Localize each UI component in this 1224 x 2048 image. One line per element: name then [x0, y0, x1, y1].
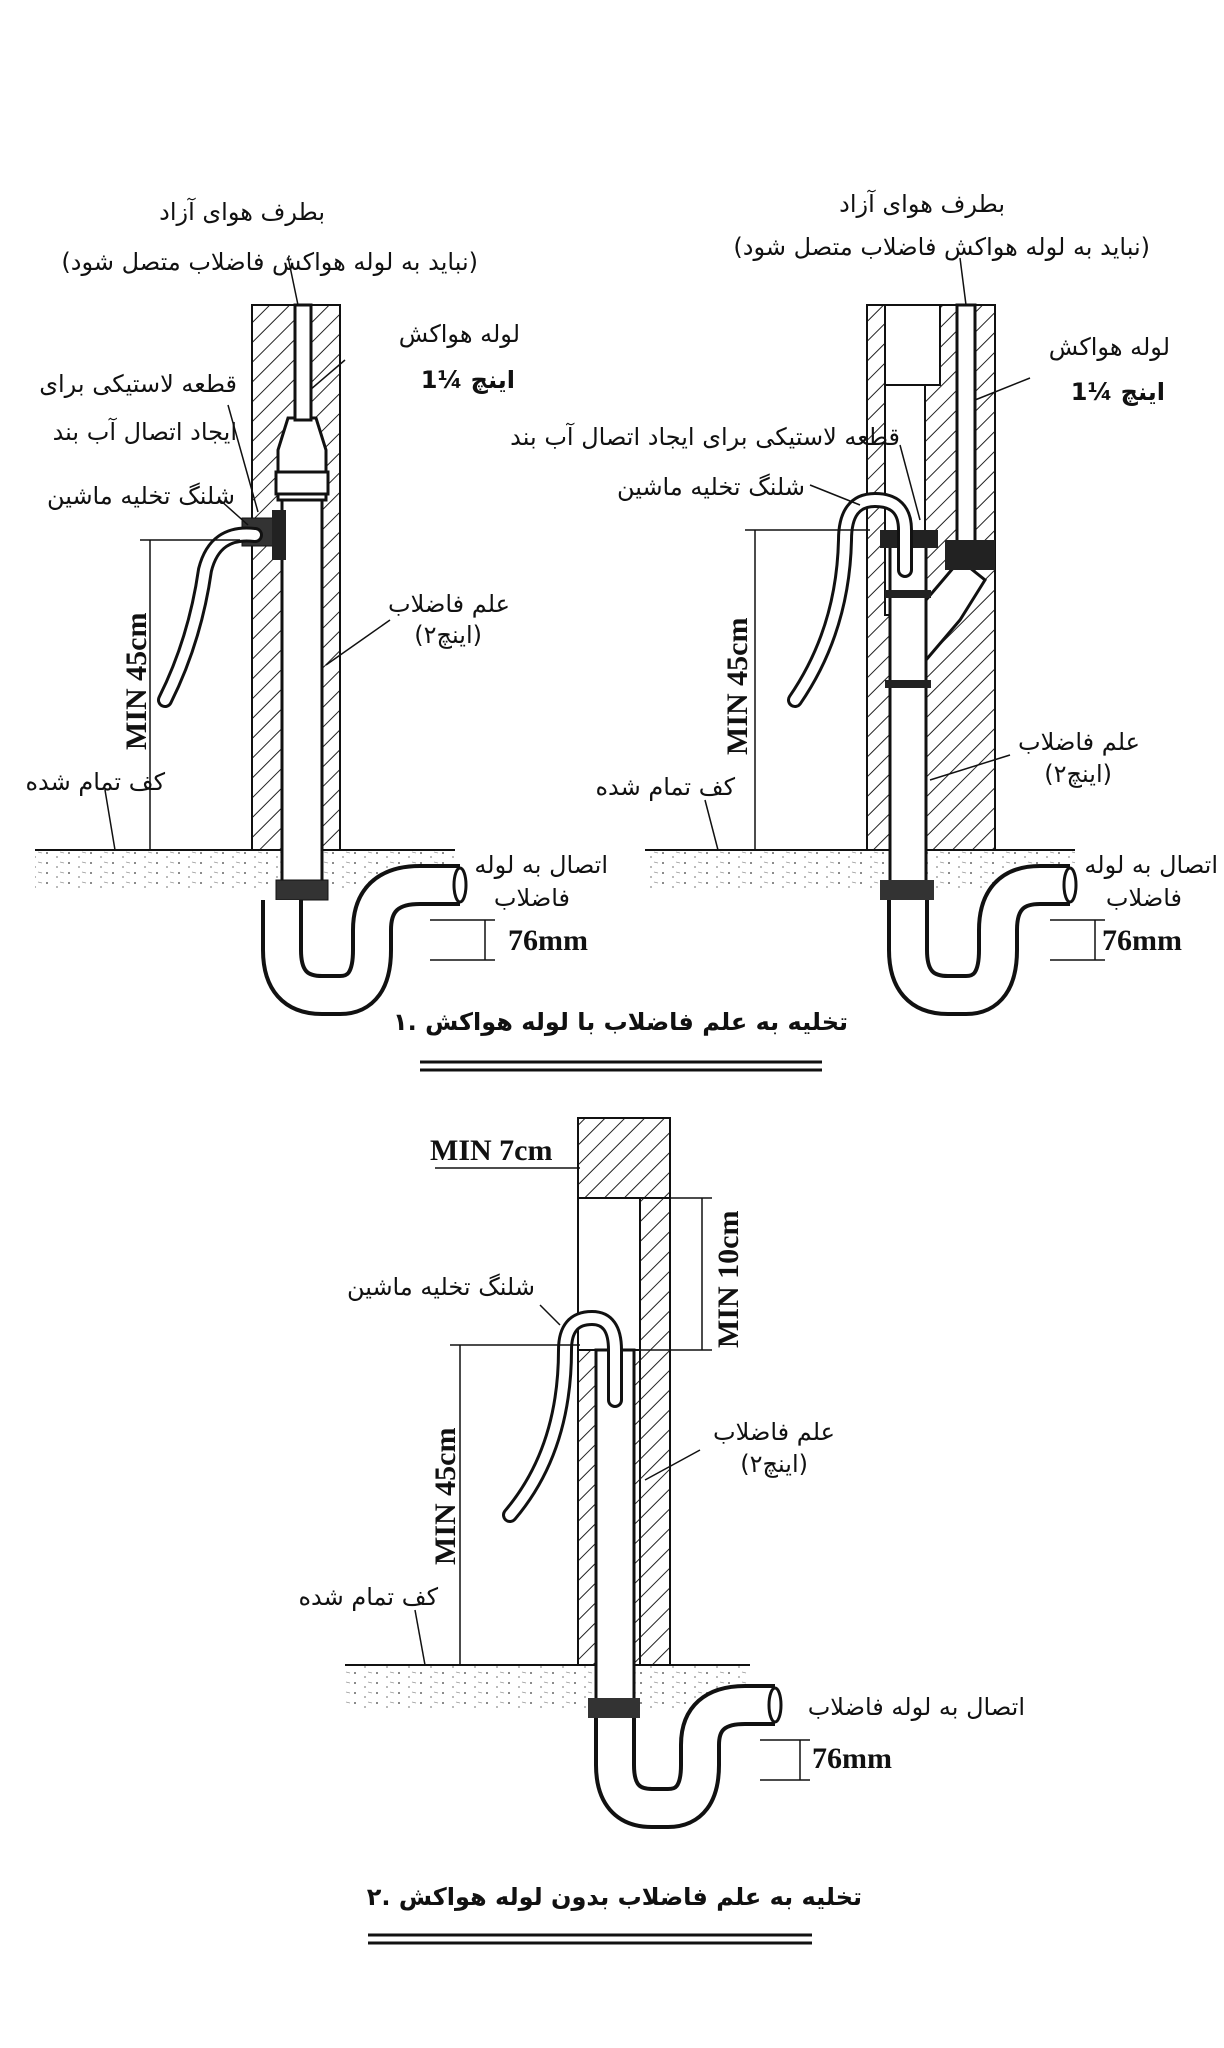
free-air-label: بطرف هوای آزاد: [159, 197, 325, 226]
min-height-label: MIN 45cm: [120, 613, 153, 750]
stack-label: علم فاضلاب: [1018, 728, 1140, 756]
vent-pipe-label: لوله هواکش: [1049, 333, 1170, 361]
stack-label: علم فاضلاب: [388, 590, 510, 618]
trap-pipe: [598, 1688, 775, 1825]
drain-hose: [160, 529, 260, 705]
caption-2: ۲. تخلیه به علم فاضلاب بدون لوله هواکش: [367, 1883, 862, 1911]
min-height-label: MIN 45cm: [721, 618, 754, 755]
drain-hose: [790, 494, 910, 705]
free-air-label: بطرف هوای آزاد: [839, 189, 1005, 218]
min-top-label: MIN 7cm: [430, 1134, 552, 1167]
vent-size-label: 1¼ اینچ: [1071, 378, 1165, 406]
wall: [639, 1197, 671, 1666]
diagram2: MIN 7cm MIN 10cm شلنگ تخلیه ماشین علم فا…: [298, 1117, 1025, 1829]
floor-ground: [345, 1665, 750, 1710]
connection-label-2: فاضلاب: [1106, 884, 1182, 912]
rubber-label-2: ایجاد اتصال آب بند: [53, 417, 237, 446]
caption-1: ۱. تخلیه به علم فاضلاب با لوله هواکش: [393, 1008, 848, 1036]
min-height-label: MIN 45cm: [429, 1428, 462, 1565]
floor-label: کف تمام شده: [595, 773, 735, 801]
connection-label: اتصال به لوله فاضلاب: [808, 1693, 1025, 1721]
connection-label-1: اتصال به لوله: [1084, 851, 1218, 879]
drain-hose-label: شلنگ تخلیه ماشین: [617, 473, 805, 501]
min-side-label: MIN 10cm: [712, 1211, 745, 1348]
drain-hose: [505, 1312, 620, 1520]
trap-pipe: [891, 868, 1070, 1012]
stack-size-label: (۲اینچ): [414, 621, 482, 649]
free-air-note: (نباید به لوله هواکش فاضلاب متصل شود): [733, 233, 1150, 261]
stack-size-label: (۲اینچ): [740, 1450, 808, 1478]
floor-label: کف تمام شده: [25, 768, 165, 796]
floor-label: کف تمام شده: [298, 1583, 438, 1611]
vent-pipe: [955, 303, 977, 557]
stack-size-label: (۲اینچ): [1044, 760, 1112, 788]
vent-size-label: 1¼ اینچ: [421, 366, 515, 394]
vent-pipe-label: لوله هواکش: [399, 320, 520, 348]
rubber-label-1: قطعه لاستیکی برای: [39, 370, 237, 398]
connection-label-1: اتصال به لوله: [474, 851, 608, 879]
depth-label: 76mm: [812, 1742, 892, 1775]
free-air-note: (نباید به لوله هواکش فاضلاب متصل شود): [61, 248, 478, 276]
stack-label: علم فاضلاب: [713, 1418, 835, 1446]
depth-label: 76mm: [508, 924, 588, 957]
drain-hose-label: شلنگ تخلیه ماشین: [47, 482, 235, 510]
diagram1-right: بطرف هوای آزاد (نباید به لوله هواکش فاضل…: [510, 189, 1218, 1016]
depth-label: 76mm: [1102, 924, 1182, 957]
vent-pipe: [293, 303, 313, 422]
drain-stack-pipe: [280, 458, 324, 892]
diagram1-left: بطرف هوای آزاد (نباید به لوله هواکش فاضل…: [25, 197, 608, 1016]
trap-pipe: [265, 868, 460, 1012]
drain-hose-label: شلنگ تخلیه ماشین: [347, 1273, 535, 1301]
drain-stack-pipe: [888, 538, 928, 892]
connection-label-2: فاضلاب: [494, 884, 570, 912]
rubber-label: قطعه لاستیکی برای ایجاد اتصال آب بند: [510, 422, 900, 451]
